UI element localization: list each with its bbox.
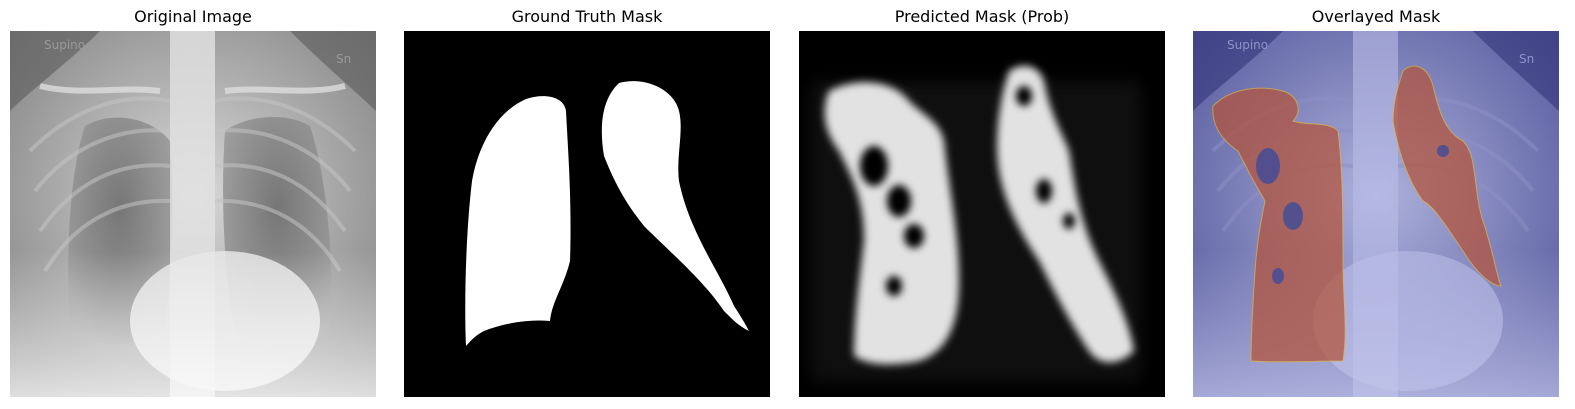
marker-left-text: Supino [1227, 38, 1268, 52]
panel-title: Overlayed Mask [1311, 7, 1441, 26]
panel-predicted-mask: Predicted Mask (Prob) [799, 0, 1165, 409]
panel-ground-truth-mask: Ground Truth Mask [404, 0, 770, 409]
chest-xray-image: Supino Sn [10, 31, 376, 397]
predicted-mask-image [799, 31, 1165, 397]
marker-right-text: Sn [1519, 52, 1534, 66]
panel-overlayed-mask: Overlayed Mask Supino Sn [1193, 0, 1559, 409]
panel-title: Predicted Mask (Prob) [894, 7, 1070, 26]
ground-truth-left-lung [465, 96, 571, 346]
overlay-right-lung-region [1392, 65, 1502, 287]
ground-truth-right-lung [601, 81, 749, 331]
marker-right-text: Sn [336, 52, 351, 66]
panel-title: Original Image [134, 7, 252, 26]
ground-truth-mask-image [404, 31, 770, 397]
overlay-mask-image: Supino Sn [1193, 31, 1559, 397]
overlay-left-lung-region [1212, 87, 1346, 363]
marker-left-text: Supino [44, 38, 85, 52]
panel-original-image: Original Image [10, 0, 376, 409]
panel-title: Ground Truth Mask [511, 7, 663, 26]
